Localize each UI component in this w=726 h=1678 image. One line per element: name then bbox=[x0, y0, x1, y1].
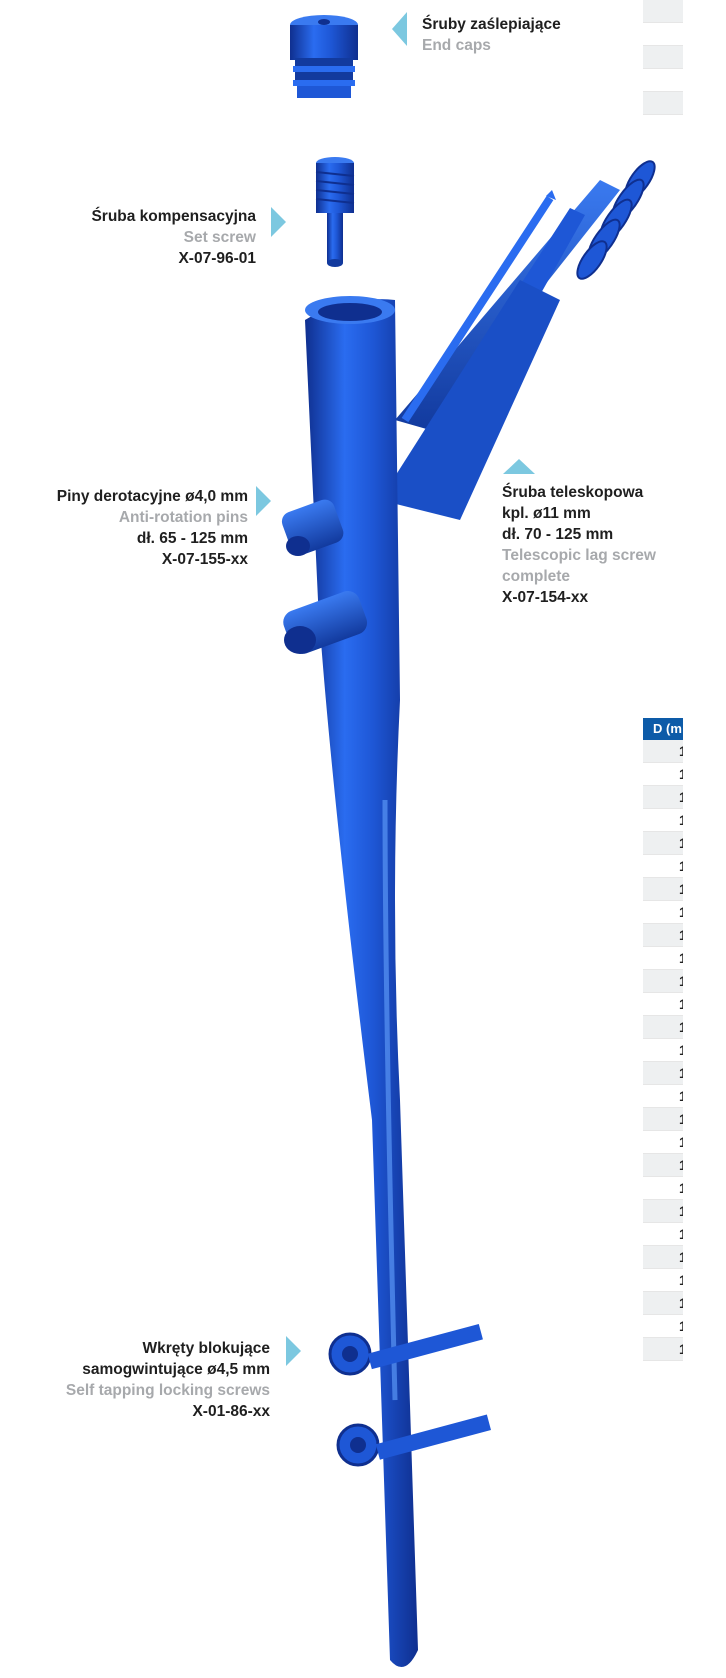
table-row: 1 bbox=[643, 970, 683, 993]
table-row bbox=[643, 0, 683, 23]
table-row: 1 bbox=[643, 1177, 683, 1200]
table-row: 1 bbox=[643, 1154, 683, 1177]
lag-screw-arrow-icon bbox=[503, 459, 535, 474]
locking-code: X-01-86-xx bbox=[66, 1401, 270, 1422]
pins-pl: Piny derotacyjne ø4,0 mm bbox=[57, 486, 248, 507]
table-row: 1 bbox=[643, 832, 683, 855]
set-screw-en: Set screw bbox=[91, 227, 256, 248]
lag-screw-en2: complete bbox=[502, 566, 656, 587]
table-header: D (m bbox=[643, 718, 683, 740]
table-row: 1 bbox=[643, 1246, 683, 1269]
table-row: 1 bbox=[643, 1039, 683, 1062]
table-row: 1 bbox=[643, 1062, 683, 1085]
pins-arrow-icon bbox=[256, 486, 271, 516]
table-row: 1 bbox=[643, 993, 683, 1016]
lag-screw-pl1: Śruba teleskopowa bbox=[502, 482, 656, 503]
table-row: 1 bbox=[643, 1223, 683, 1246]
table-row: 1 bbox=[643, 901, 683, 924]
table-row: 1 bbox=[643, 1200, 683, 1223]
top-table-fragment bbox=[643, 0, 683, 115]
pins-length: dł. 65 - 125 mm bbox=[57, 528, 248, 549]
table-row: 1 bbox=[643, 855, 683, 878]
locking-en: Self tapping locking screws bbox=[66, 1380, 270, 1401]
locking-screws-label: Wkręty blokujące samogwintujące ø4,5 mm … bbox=[66, 1338, 270, 1422]
end-cap-part bbox=[290, 15, 358, 98]
lag-screw-label: Śruba teleskopowa kpl. ø11 mm dł. 70 - 1… bbox=[502, 482, 656, 608]
set-screw-label: Śruba kompensacyjna Set screw X-07-96-01 bbox=[91, 206, 256, 269]
table-row: 1 bbox=[643, 1338, 683, 1361]
set-screw-part bbox=[316, 157, 354, 267]
table-row: 1 bbox=[643, 786, 683, 809]
pins-label: Piny derotacyjne ø4,0 mm Anti-rotation p… bbox=[57, 486, 248, 570]
table-row: 1 bbox=[643, 924, 683, 947]
table-row: 1 bbox=[643, 1108, 683, 1131]
end-caps-label: Śruby zaślepiające End caps bbox=[422, 14, 561, 56]
table-row bbox=[643, 46, 683, 69]
table-row bbox=[643, 69, 683, 92]
table-row: 1 bbox=[643, 809, 683, 832]
lag-screw-pl2: kpl. ø11 mm bbox=[502, 503, 656, 524]
main-table-fragment: D (m 111111111111111111111111111 bbox=[643, 718, 683, 1361]
table-row bbox=[643, 23, 683, 46]
table-row: 1 bbox=[643, 763, 683, 786]
end-caps-arrow-icon bbox=[392, 12, 407, 46]
table-row: 1 bbox=[643, 1292, 683, 1315]
end-caps-en: End caps bbox=[422, 35, 561, 56]
set-screw-code: X-07-96-01 bbox=[91, 248, 256, 269]
table-row bbox=[643, 92, 683, 115]
lag-screw-code: X-07-154-xx bbox=[502, 587, 656, 608]
locking-screws-part bbox=[330, 1324, 491, 1465]
table-row: 1 bbox=[643, 1269, 683, 1292]
locking-pl2: samogwintujące ø4,5 mm bbox=[66, 1359, 270, 1380]
table-row: 1 bbox=[643, 740, 683, 763]
pins-en: Anti-rotation pins bbox=[57, 507, 248, 528]
lag-screw-en1: Telescopic lag screw bbox=[502, 545, 656, 566]
table-row: 1 bbox=[643, 1016, 683, 1039]
lag-screw-length: dł. 70 - 125 mm bbox=[502, 524, 656, 545]
table-row: 1 bbox=[643, 1131, 683, 1154]
table-body: 111111111111111111111111111 bbox=[643, 740, 683, 1361]
locking-arrow-icon bbox=[286, 1336, 301, 1366]
table-row: 1 bbox=[643, 1315, 683, 1338]
pins-code: X-07-155-xx bbox=[57, 549, 248, 570]
locking-pl1: Wkręty blokujące bbox=[66, 1338, 270, 1359]
set-screw-arrow-icon bbox=[271, 207, 286, 237]
table-row: 1 bbox=[643, 947, 683, 970]
set-screw-pl: Śruba kompensacyjna bbox=[91, 206, 256, 227]
table-row: 1 bbox=[643, 1085, 683, 1108]
end-caps-pl: Śruby zaślepiające bbox=[422, 14, 561, 35]
table-row: 1 bbox=[643, 878, 683, 901]
